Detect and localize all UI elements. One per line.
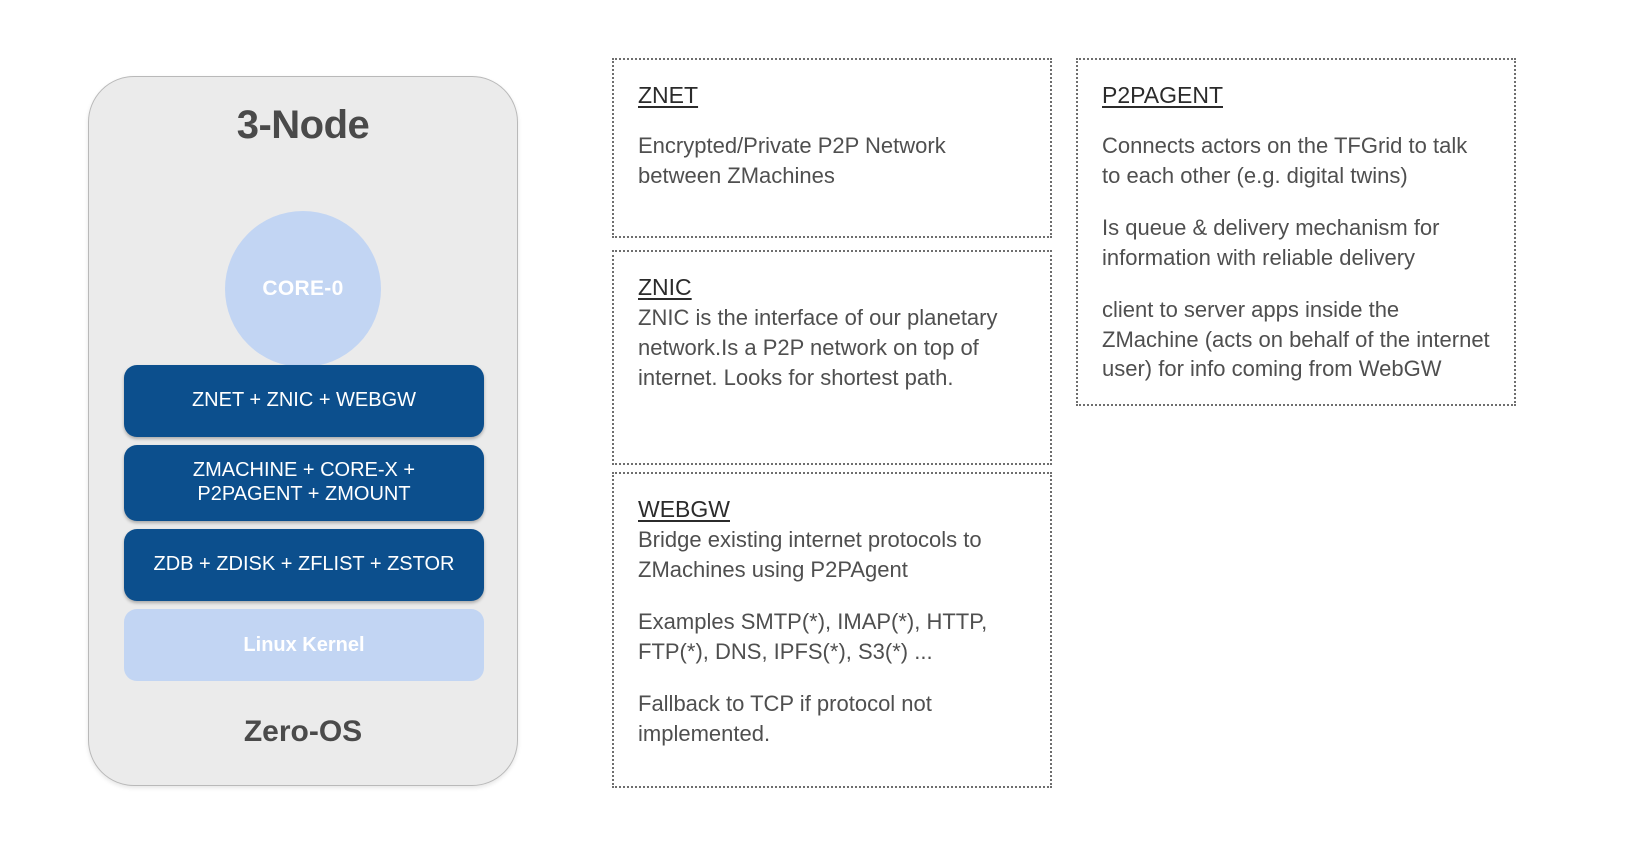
- layer-bar-znet-znic-webgw: ZNET + ZNIC + WEBGW: [124, 365, 484, 437]
- core-0-circle: CORE-0: [225, 211, 381, 367]
- layer-bar-label: Linux Kernel: [243, 633, 365, 656]
- info-panel-paragraph: Encrypted/Private P2P Network between ZM…: [638, 133, 946, 188]
- layer-bar-label-line2: P2PAGENT + ZMOUNT: [197, 483, 411, 505]
- info-panel-paragraph: Bridge existing internet protocols to ZM…: [638, 527, 982, 582]
- info-panel-paragraph: Examples SMTP(*), IMAP(*), HTTP, FTP(*),…: [638, 608, 988, 664]
- layer-bar-label: ZNET + ZNIC + WEBGW: [191, 389, 417, 412]
- info-panel-title: WEBGW: [638, 496, 730, 522]
- info-panel-znic: ZNIC ZNIC is the interface of our planet…: [612, 250, 1052, 465]
- info-panel-paragraph: client to server apps inside the ZMachin…: [1102, 296, 1490, 382]
- info-panel-paragraph: Connects actors on the TFGrid to talk to…: [1102, 133, 1468, 188]
- info-panel-paragraph: ZNIC is the interface of our planetary n…: [638, 305, 998, 390]
- info-panel-title: ZNIC: [638, 274, 692, 300]
- zero-os-label: Zero-OS: [243, 715, 363, 748]
- info-panel-paragraph: Is queue & delivery mechanism for inform…: [1102, 214, 1440, 270]
- info-panel-paragraph: Fallback to TCP if protocol not implemen…: [638, 690, 932, 746]
- layer-bar-label: ZMACHINE + CORE-X + P2PAGENT + ZMOUNT: [193, 459, 415, 506]
- info-panel-title: P2PAGENT: [1102, 82, 1223, 108]
- info-panel-p2pagent: P2PAGENT Connects actors on the TFGrid t…: [1076, 58, 1516, 406]
- core-0-label: CORE-0: [262, 277, 344, 300]
- info-panel-title: ZNET: [638, 82, 699, 108]
- info-panel-znet: ZNET Encrypted/Private P2P Network betwe…: [612, 58, 1052, 238]
- layer-bar-label-line1: ZMACHINE + CORE-X +: [192, 459, 416, 482]
- info-panel-webgw: WEBGW Bridge existing internet protocols…: [612, 472, 1052, 788]
- layer-bar-zdb-zdisk-zflist-zstor: ZDB + ZDISK + ZFLIST + ZSTOR: [124, 529, 484, 601]
- page-title: 3-Node: [236, 103, 370, 147]
- layer-bar-zmachine-corex-p2pagent-zmount: ZMACHINE + CORE-X + P2PAGENT + ZMOUNT: [124, 445, 484, 521]
- layer-bar-label: ZDB + ZDISK + ZFLIST + ZSTOR: [153, 553, 455, 576]
- three-node-card: 3-Node CORE-0 ZNET + ZNIC + WEBGW ZMACHI…: [88, 76, 518, 786]
- layer-bar-linux-kernel: Linux Kernel: [124, 609, 484, 681]
